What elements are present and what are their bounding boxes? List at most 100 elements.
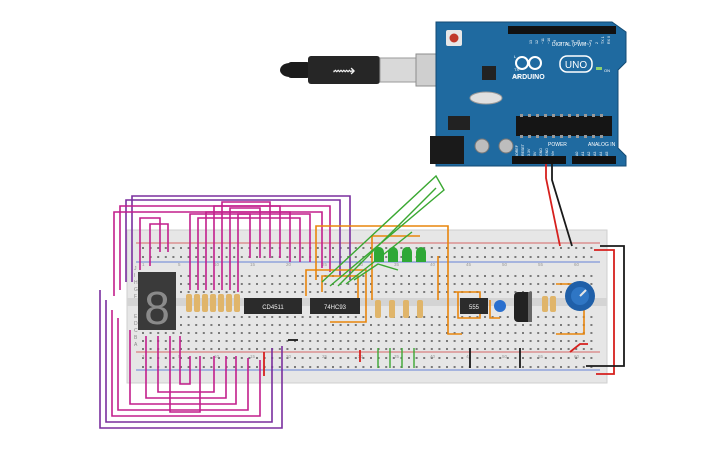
breadboard-hole[interactable]	[164, 247, 167, 249]
breadboard-hole[interactable]	[347, 324, 350, 326]
breadboard-hole[interactable]	[430, 316, 433, 318]
breadboard-hole[interactable]	[286, 247, 289, 249]
breadboard-hole[interactable]	[233, 324, 236, 326]
electrolytic-capacitor[interactable]	[514, 292, 532, 322]
breadboard-hole[interactable]	[430, 275, 433, 277]
breadboard-hole[interactable]	[453, 256, 456, 258]
breadboard-hole[interactable]	[453, 275, 456, 277]
breadboard-hole[interactable]	[461, 366, 464, 368]
breadboard-hole[interactable]	[484, 247, 486, 249]
breadboard-hole[interactable]	[294, 324, 296, 326]
breadboard-hole[interactable]	[484, 275, 486, 277]
breadboard-hole[interactable]	[187, 324, 190, 326]
breadboard-hole[interactable]	[202, 348, 205, 350]
breadboard-hole[interactable]	[461, 332, 464, 334]
breadboard-hole[interactable]	[529, 247, 532, 249]
breadboard-hole[interactable]	[316, 332, 319, 334]
breadboard-hole[interactable]	[354, 332, 357, 334]
breadboard-hole[interactable]	[142, 332, 144, 334]
breadboard-hole[interactable]	[180, 283, 182, 285]
breadboard-hole[interactable]	[522, 357, 524, 359]
breadboard-hole[interactable]	[476, 340, 479, 342]
breadboard-hole[interactable]	[582, 247, 585, 249]
breadboard-hole[interactable]	[529, 332, 532, 334]
breadboard-hole[interactable]	[301, 283, 304, 285]
breadboard-hole[interactable]	[278, 291, 281, 293]
breadboard-hole[interactable]	[202, 340, 205, 342]
breadboard-hole[interactable]	[529, 348, 532, 350]
breadboard-hole[interactable]	[590, 348, 593, 350]
breadboard-hole[interactable]	[370, 340, 372, 342]
breadboard-hole[interactable]	[294, 332, 296, 334]
breadboard-hole[interactable]	[491, 357, 494, 359]
breadboard-hole[interactable]	[362, 357, 365, 359]
breadboard-hole[interactable]	[522, 283, 524, 285]
breadboard-hole[interactable]	[522, 332, 524, 334]
breadboard-hole[interactable]	[529, 357, 532, 359]
breadboard-hole[interactable]	[461, 275, 464, 277]
breadboard-hole[interactable]	[415, 316, 418, 318]
breadboard-hole[interactable]	[560, 348, 562, 350]
breadboard-hole[interactable]	[522, 324, 524, 326]
breadboard-hole[interactable]	[202, 275, 205, 277]
breadboard-hole[interactable]	[544, 316, 547, 318]
breadboard-hole[interactable]	[461, 348, 464, 350]
breadboard-hole[interactable]	[408, 324, 410, 326]
breadboard-hole[interactable]	[438, 316, 441, 318]
breadboard-hole[interactable]	[430, 357, 433, 359]
breadboard-hole[interactable]	[164, 340, 167, 342]
breadboard-hole[interactable]	[537, 357, 540, 359]
breadboard-hole[interactable]	[430, 283, 433, 285]
breadboard-hole[interactable]	[385, 324, 388, 326]
breadboard-hole[interactable]	[294, 275, 296, 277]
breadboard-hole[interactable]	[248, 275, 251, 277]
breadboard-hole[interactable]	[499, 247, 502, 249]
breadboard-hole[interactable]	[415, 357, 418, 359]
breadboard-hole[interactable]	[309, 366, 312, 368]
chip-cd4511[interactable]: CD4511	[244, 298, 302, 314]
breadboard-hole[interactable]	[332, 256, 334, 258]
breadboard-hole[interactable]	[202, 332, 205, 334]
breadboard-hole[interactable]	[218, 340, 220, 342]
breadboard-hole[interactable]	[301, 357, 304, 359]
breadboard-hole[interactable]	[324, 256, 327, 258]
breadboard-hole[interactable]	[225, 291, 228, 293]
breadboard-hole[interactable]	[537, 256, 540, 258]
breadboard-hole[interactable]	[370, 283, 372, 285]
breadboard-hole[interactable]	[271, 256, 274, 258]
breadboard-hole[interactable]	[286, 357, 289, 359]
breadboard-hole[interactable]	[354, 348, 357, 350]
breadboard-hole[interactable]	[529, 283, 532, 285]
breadboard-hole[interactable]	[164, 256, 167, 258]
breadboard-hole[interactable]	[210, 256, 213, 258]
breadboard-hole[interactable]	[142, 340, 144, 342]
breadboard-hole[interactable]	[506, 348, 509, 350]
breadboard-hole[interactable]	[370, 275, 372, 277]
breadboard-hole[interactable]	[491, 332, 494, 334]
breadboard-hole[interactable]	[301, 366, 304, 368]
breadboard-hole[interactable]	[476, 348, 479, 350]
breadboard-hole[interactable]	[149, 340, 152, 342]
breadboard-hole[interactable]	[408, 283, 410, 285]
breadboard-hole[interactable]	[514, 283, 517, 285]
breadboard-hole[interactable]	[233, 283, 236, 285]
breadboard-hole[interactable]	[316, 283, 319, 285]
breadboard-hole[interactable]	[385, 340, 388, 342]
breadboard-hole[interactable]	[180, 366, 182, 368]
breadboard-hole[interactable]	[446, 348, 448, 350]
breadboard-hole[interactable]	[491, 340, 494, 342]
breadboard-hole[interactable]	[332, 332, 334, 334]
breadboard-hole[interactable]	[575, 366, 578, 368]
breadboard-hole[interactable]	[210, 291, 213, 293]
breadboard-hole[interactable]	[202, 291, 205, 293]
breadboard-hole[interactable]	[484, 366, 486, 368]
breadboard-hole[interactable]	[370, 256, 372, 258]
breadboard-hole[interactable]	[529, 275, 532, 277]
breadboard-hole[interactable]	[324, 247, 327, 249]
breadboard-hole[interactable]	[438, 275, 441, 277]
breadboard-hole[interactable]	[461, 357, 464, 359]
ceramic-capacitor[interactable]	[494, 300, 506, 312]
breadboard-hole[interactable]	[149, 332, 152, 334]
breadboard-hole[interactable]	[248, 340, 251, 342]
breadboard-hole[interactable]	[506, 340, 509, 342]
